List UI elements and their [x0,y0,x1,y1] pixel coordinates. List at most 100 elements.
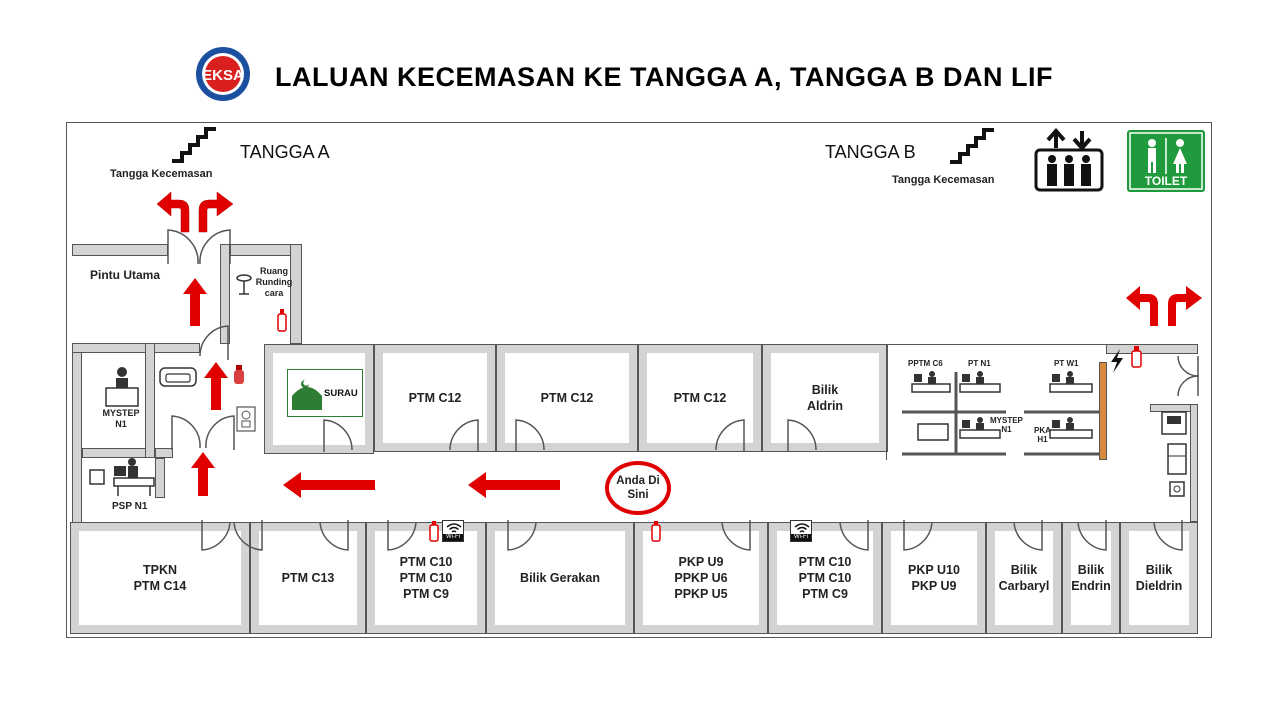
lower-room-4-text: Bilik Gerakan [520,570,600,586]
fire-alarm-icon [234,365,244,384]
lower-room-5-line-3: PPKP U5 [674,587,728,601]
lower-room-6-line-3: PTM C9 [802,587,848,601]
lower-room-9-line-1: Bilik [1077,563,1105,577]
toilet-sign: TOILET [1127,130,1205,192]
mystep-right-wall [145,343,155,458]
mystep-a-label: MYSTEP N1 [100,408,142,430]
mystep-b-line2: N1 [1001,425,1012,434]
pka-label: PKA H1 [1034,426,1051,444]
surau-label: SURAU [324,388,358,399]
meeting-room-label-3: cara [264,288,284,298]
access-panel-icon [236,406,256,432]
arrow-up-3 [191,452,215,496]
surau-door [323,419,353,452]
office-top-wall [1106,344,1198,354]
stairs-a-icon [172,127,216,163]
toilet-label: TOILET [1144,174,1188,188]
door-lower-1 [201,520,263,551]
surau-sign: SURAU [287,369,363,417]
you-are-here-line2: Sini [627,489,649,501]
door-lower-10 [1153,520,1183,551]
stairs-a-label: TANGGA A [240,142,330,162]
door-lower-9 [1077,520,1107,551]
pptm-label: PPTM C6 [908,359,943,368]
door-lower-2 [319,520,349,551]
left-outer-wall [72,343,82,523]
lower-room-1-line-1: TPKN [142,563,177,577]
door-lower-8 [1013,520,1043,551]
lower-room-7-line-2: PKP U9 [911,579,957,593]
surau-room: SURAU [264,344,374,454]
upper-room-3: PTM C12 [638,344,762,452]
left-top-wall [72,343,200,353]
electric-icon [1111,349,1123,373]
office-partition [1099,362,1107,460]
fire-extinguisher-icon [277,309,287,332]
entrance-wall-left [72,244,168,256]
wifi-waves-icon [446,523,462,533]
lower-room-2: PTM C13 [250,522,366,634]
psp-label: PSP N1 [112,501,148,512]
you-are-here-marker: Anda Di Sini [605,461,671,515]
lower-room-8-line-2: Carbaryl [998,579,1050,593]
stairs-b-icon [950,128,994,164]
main-door-label: Pintu Utama [90,268,161,282]
upper-room-2-text: PTM C12 [541,390,594,406]
exit-split-arrow-a [156,191,234,233]
door-lower-4 [507,520,537,551]
page-title: LALUAN KECEMASAN KE TANGGA A, TANGGA B D… [275,62,1053,92]
inner-door-2 [171,415,235,450]
door-lower-3 [387,520,417,551]
mosque-icon [292,380,322,410]
ptw1-label: PT W1 [1054,359,1079,368]
arrow-up-2 [204,362,228,410]
ruang-wall [290,244,302,344]
meeting-room-label: Ruang Runding cara [254,266,294,299]
lower-room-7-line-1: PKP U10 [908,563,960,577]
toilet-icon [1129,132,1203,190]
door-lower-7 [903,520,933,551]
ptn1-label: PT N1 [968,359,991,368]
lower-room-8-line-1: Bilik [1010,563,1038,577]
you-are-here-line1: Anda Di [616,475,660,487]
lower-room-10-line-1: Bilik [1145,563,1173,577]
door-ptm-c12-1 [449,419,479,452]
floor-plan [66,122,1212,638]
lower-room-4: Bilik Gerakan [486,522,634,634]
lower-room-3-line-3: PTM C9 [403,587,449,601]
upper-room-1-line: PTM C12 [408,391,462,405]
upper-room-4-line-2: Aldrin [806,399,844,413]
upper-room-4-line-1: Bilik [811,383,839,397]
main-exit-door [167,229,231,265]
lower-room-1-text: TPKN PTM C14 [134,562,187,594]
lower-room-1-line-2: PTM C14 [133,579,187,593]
lower-room-5-line-2: PPKP U6 [674,571,728,585]
wifi-label-2: Wi-Fi [791,534,811,541]
fire-extinguisher-icon-2 [1131,346,1142,368]
lower-room-6-line-1: PTM C10 [798,555,852,569]
stairs-a-caption: Tangga Kecemasan [110,168,213,180]
wifi-icon: Wi-Fi [442,520,464,542]
pantry-appliances-icon [1161,411,1187,497]
lower-room-2-text: PTM C13 [282,570,335,586]
psp-right-wall [155,458,165,498]
door-ptm-c12-3 [715,419,745,452]
lower-room-2-line-1: PTM C13 [281,571,335,585]
exit-split-arrow-b [1126,286,1202,326]
arrow-up-1 [183,278,207,326]
upper-room-3-text: PTM C12 [674,390,727,406]
open-office [886,344,1106,460]
stairs-b-label: TANGGA B [825,142,916,162]
